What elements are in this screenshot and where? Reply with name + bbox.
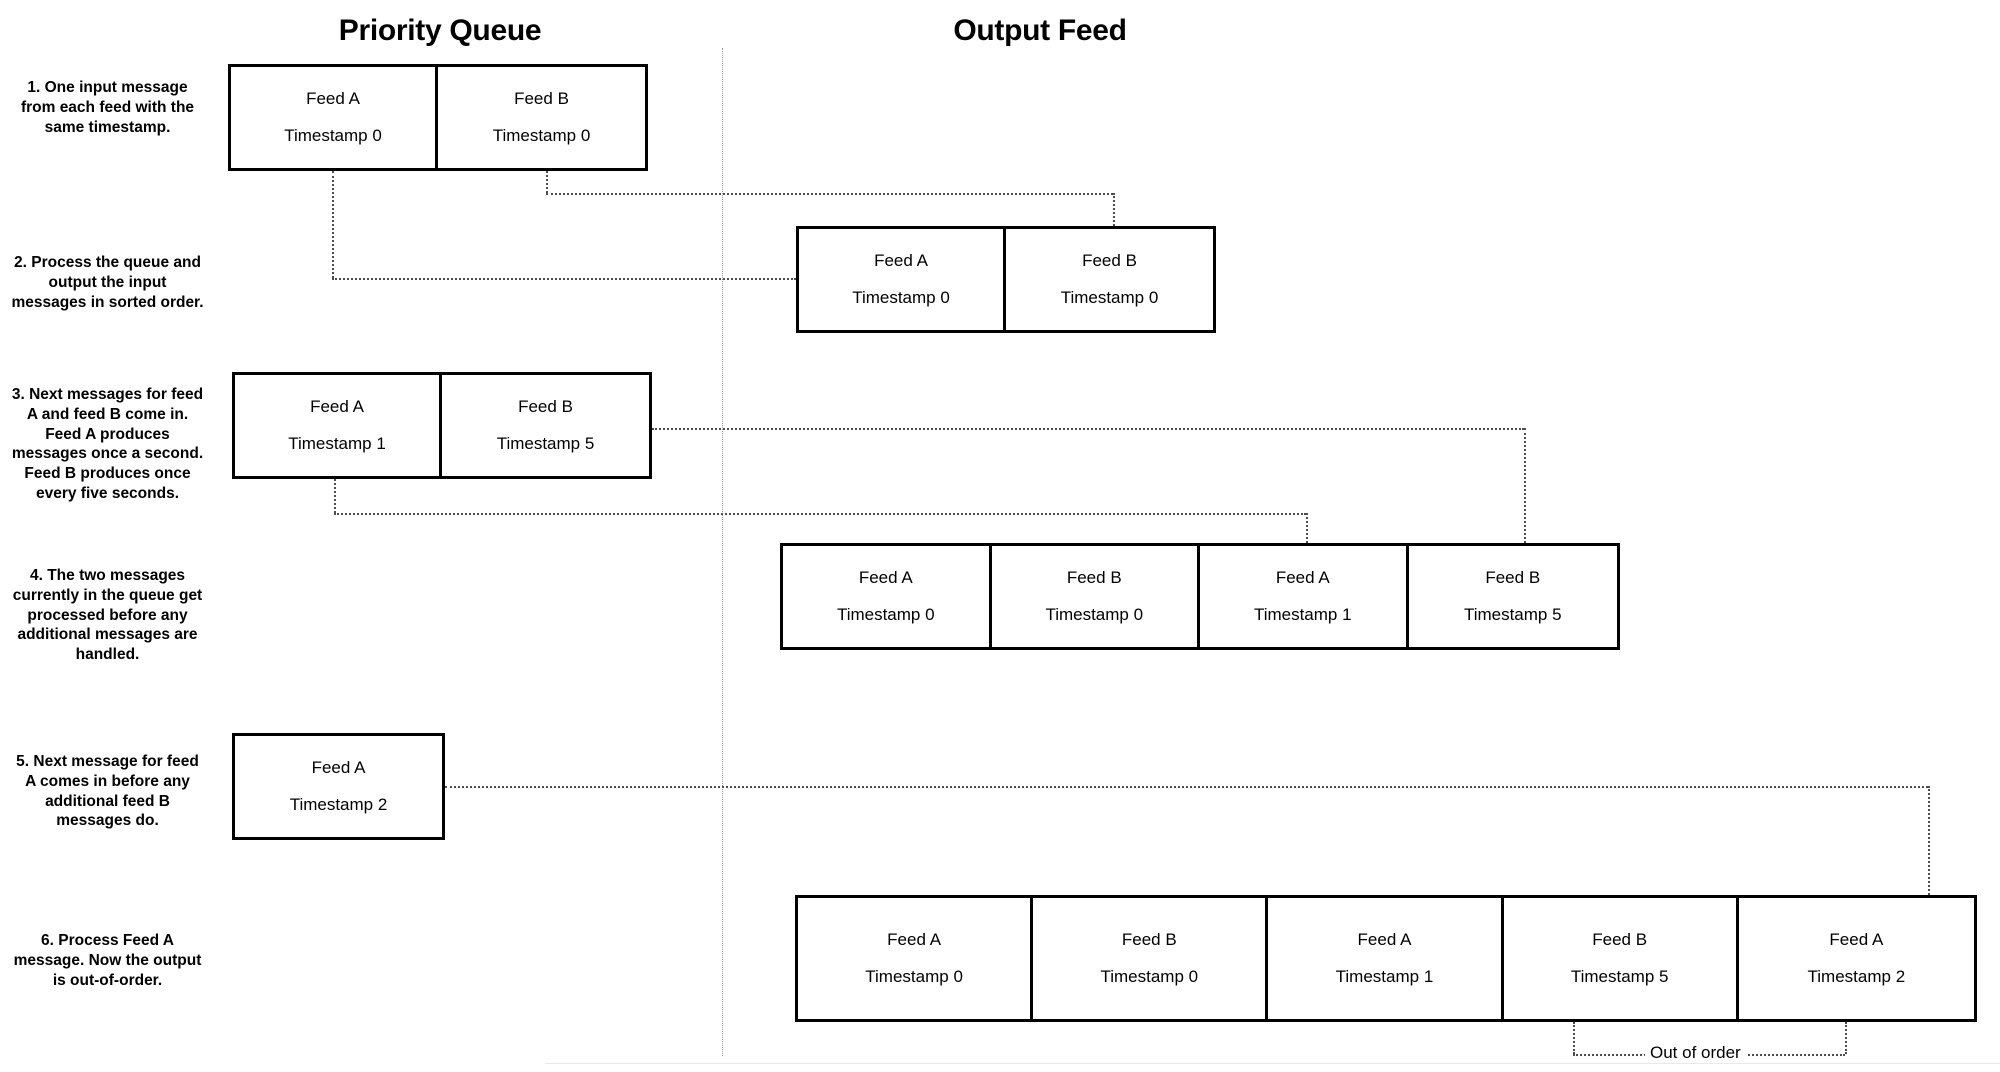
- out-of-order-label: Out of order: [1645, 1043, 1746, 1063]
- priority-queue-row-step3: Feed A Timestamp 1 Feed B Timestamp 5: [232, 372, 652, 479]
- message-timestamp-label: Timestamp 1: [1335, 966, 1434, 986]
- output-message-card: Feed B Timestamp 0: [1033, 898, 1269, 1019]
- connector-step5-feedA-horizontal: [445, 786, 1928, 788]
- message-feed-label: Feed A: [1275, 567, 1330, 587]
- output-message-card: Feed A Timestamp 1: [1200, 546, 1409, 647]
- connector-step1-feedB-vertical-b: [1113, 193, 1115, 226]
- message-timestamp-label: Timestamp 2: [1807, 966, 1906, 986]
- message-feed-label: Feed B: [1121, 929, 1177, 949]
- message-timestamp-label: Timestamp 5: [496, 433, 595, 453]
- output-message-card: Feed B Timestamp 0: [991, 546, 1200, 647]
- message-timestamp-label: Timestamp 0: [1100, 966, 1199, 986]
- message-timestamp-label: Timestamp 1: [288, 433, 386, 453]
- message-timestamp-label: Timestamp 5: [1463, 604, 1562, 624]
- message-timestamp-label: Timestamp 0: [284, 125, 382, 145]
- message-feed-label: Feed B: [1485, 567, 1541, 587]
- connector-step3-feedA-horizontal: [334, 513, 1306, 515]
- queue-message-card: Feed A Timestamp 2: [235, 736, 442, 837]
- queue-message-card: Feed A Timestamp 0: [231, 67, 438, 168]
- output-message-card: Feed B Timestamp 5: [1408, 546, 1617, 647]
- message-timestamp-label: Timestamp 0: [1060, 287, 1159, 307]
- connector-step3-feedA-vertical-a: [334, 479, 336, 513]
- connector-step3-feedB-vertical: [1524, 428, 1526, 543]
- priority-queue-row-step1: Feed A Timestamp 0 Feed B Timestamp 0: [228, 64, 648, 171]
- message-timestamp-label: Timestamp 2: [289, 794, 388, 814]
- connector-out-of-order-right-vertical: [1845, 1022, 1847, 1054]
- message-timestamp-label: Timestamp 0: [836, 604, 935, 624]
- message-timestamp-label: Timestamp 0: [492, 125, 591, 145]
- connector-step1-feedB-horizontal: [546, 193, 1113, 195]
- message-feed-label: Feed B: [1066, 567, 1122, 587]
- step-5-caption: 5. Next message for feed A comes in befo…: [16, 753, 199, 830]
- message-feed-label: Feed A: [858, 567, 913, 587]
- step-6-caption: 6. Process Feed A message. Now the outpu…: [13, 932, 202, 989]
- connector-step1-feedB-vertical-a: [546, 171, 548, 193]
- column-divider: [722, 48, 723, 1056]
- step-1-caption: 1. One input message from each feed with…: [20, 79, 195, 136]
- queue-message-card: Feed A Timestamp 1: [235, 375, 442, 476]
- message-feed-label: Feed B: [1592, 929, 1648, 949]
- output-message-card: Feed A Timestamp 1: [1268, 898, 1504, 1019]
- output-message-card: Feed B Timestamp 5: [1503, 898, 1739, 1019]
- output-feed-row-step6: Feed A Timestamp 0 Feed B Timestamp 0 Fe…: [795, 895, 1977, 1022]
- message-timestamp-label: Timestamp 0: [852, 287, 950, 307]
- connector-step3-feedB-horizontal: [652, 428, 1524, 430]
- step-4-caption: 4. The two messages currently in the que…: [12, 567, 203, 664]
- priority-queue-heading: Priority Queue: [338, 14, 542, 47]
- output-message-card: Feed A Timestamp 2: [1738, 898, 1974, 1019]
- queue-message-card: Feed B Timestamp 5: [442, 375, 649, 476]
- message-feed-label: Feed B: [518, 396, 573, 416]
- message-feed-label: Feed A: [306, 88, 360, 108]
- step-2-caption: 2. Process the queue and output the inpu…: [11, 254, 204, 311]
- message-feed-label: Feed A: [311, 757, 366, 777]
- message-feed-label: Feed A: [874, 250, 928, 270]
- queue-message-card: Feed B Timestamp 0: [438, 67, 645, 168]
- output-message-card: Feed B Timestamp 0: [1006, 229, 1213, 330]
- output-feed-row-step4: Feed A Timestamp 0 Feed B Timestamp 0 Fe…: [780, 543, 1620, 650]
- message-feed-label: Feed A: [1829, 929, 1884, 949]
- message-timestamp-label: Timestamp 0: [865, 966, 963, 986]
- message-feed-label: Feed A: [1357, 929, 1412, 949]
- message-feed-label: Feed A: [887, 929, 942, 949]
- output-message-card: Feed A Timestamp 0: [798, 898, 1034, 1019]
- message-timestamp-label: Timestamp 0: [1045, 604, 1144, 624]
- message-feed-label: Feed B: [1082, 250, 1137, 270]
- output-message-card: Feed A Timestamp 0: [783, 546, 992, 647]
- connector-step3-feedA-vertical-b: [1306, 513, 1308, 543]
- connector-out-of-order-left-vertical: [1573, 1022, 1575, 1054]
- message-timestamp-label: Timestamp 5: [1570, 966, 1669, 986]
- connector-step1-feedA-vertical: [332, 171, 334, 278]
- page-bottom-edge: [545, 1063, 2000, 1064]
- connector-step5-feedA-vertical: [1928, 786, 1930, 895]
- step-3-caption: 3. Next messages for feed A and feed B c…: [11, 386, 204, 503]
- connector-step1-feedA-horizontal: [332, 278, 796, 280]
- message-feed-label: Feed B: [514, 88, 569, 108]
- output-feed-heading: Output Feed: [953, 14, 1127, 47]
- output-message-card: Feed A Timestamp 0: [799, 229, 1006, 330]
- priority-queue-row-step5: Feed A Timestamp 2: [232, 733, 445, 840]
- output-feed-row-step2: Feed A Timestamp 0 Feed B Timestamp 0: [796, 226, 1216, 333]
- message-timestamp-label: Timestamp 1: [1253, 604, 1352, 624]
- message-feed-label: Feed A: [310, 396, 364, 416]
